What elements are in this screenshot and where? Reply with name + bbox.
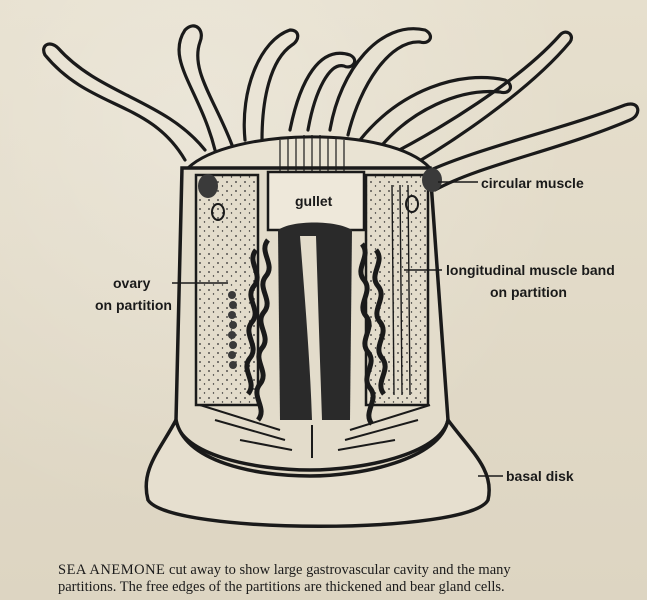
label-ovary-2: on partition <box>95 297 172 313</box>
tentacle-right <box>358 75 513 152</box>
caption-line-2: partitions. The free edges of the partit… <box>58 579 505 595</box>
label-ovary-1: ovary <box>113 275 151 291</box>
label-longitudinal-1: longitudinal muscle band <box>446 262 615 278</box>
partition-1 <box>244 248 260 396</box>
circular-muscle-left <box>198 174 218 198</box>
caption-line-1: cut away to show large gastrovascular ca… <box>165 562 511 578</box>
gullet-grooves <box>279 135 345 172</box>
tentacles <box>42 24 640 192</box>
basal-disk-shape <box>144 414 491 528</box>
circular-muscle-right <box>422 168 442 192</box>
tentacle-center <box>288 51 357 132</box>
pore-right <box>405 195 419 213</box>
pore-left <box>211 203 225 221</box>
partition-4 <box>372 248 388 396</box>
tentacle-low-right <box>418 102 640 192</box>
leader-lines <box>172 181 503 477</box>
partitions <box>244 238 388 426</box>
oral-disk <box>184 135 434 170</box>
partition-2 <box>254 238 272 422</box>
gullet-column-highlight <box>300 236 322 420</box>
label-longitudinal-2: on partition <box>490 284 567 300</box>
figure-caption: SEA ANEMONE cut away to show large gastr… <box>58 562 618 596</box>
gullet-tube <box>266 170 366 232</box>
sea-anemone-diagram: gullet circular muscle ovary on partitio… <box>42 24 640 528</box>
tentacle-far-right <box>378 30 573 177</box>
ovary-chain <box>228 291 237 369</box>
base-partitions <box>199 404 431 458</box>
label-basal-disk: basal disk <box>506 468 574 484</box>
longitudinal-bands <box>391 184 411 396</box>
tentacle-far-left <box>42 42 207 162</box>
tentacle-center-right <box>328 27 433 137</box>
caption-lead: SEA ANEMONE <box>58 562 166 578</box>
partition-3 <box>358 242 376 426</box>
tentacle-left <box>177 24 234 152</box>
label-circular-muscle: circular muscle <box>481 175 584 191</box>
tentacle-center-left <box>242 28 300 142</box>
right-wall <box>364 173 430 407</box>
label-gullet: gullet <box>295 193 333 209</box>
